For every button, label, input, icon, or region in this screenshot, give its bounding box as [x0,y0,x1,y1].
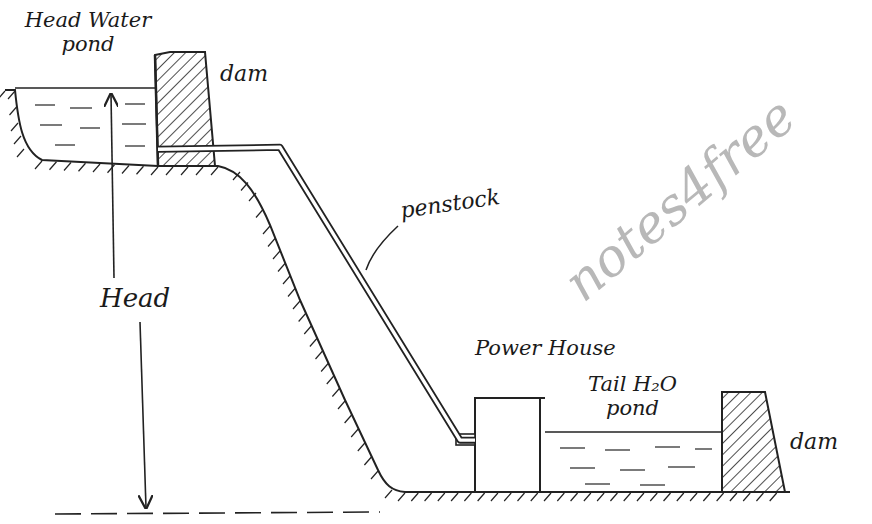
power-house-roof [540,397,545,399]
water-surface [545,431,722,433]
penstock-pipe-group [158,147,475,440]
leader-line [366,226,398,270]
pipe-bore [158,147,475,440]
head-label: Head [100,284,170,313]
labelled-part: Tail H₂O pond [545,372,720,492]
penstock-label: penstock [399,185,502,223]
dam-label: dam [220,62,268,86]
penstock-pipe [158,147,475,440]
power-house [475,398,540,492]
head-arrow [111,94,114,278]
ground-hatching [0,91,777,501]
dam-face [155,55,158,166]
labelled-part: Head Water pond [18,8,158,165]
part-name: Power House [475,336,625,360]
part-name: Tail H₂O pond [563,372,703,420]
water-waves [560,447,712,485]
part-name: Head Water pond [23,8,153,56]
dam-label: dam [790,430,838,454]
ground-line [5,90,790,492]
head-arrow [140,322,146,508]
water-waves [35,104,146,146]
lower-dam [722,392,785,492]
datum-line [55,512,380,514]
water-surface [15,87,156,89]
watermark: notes4free [554,87,807,312]
